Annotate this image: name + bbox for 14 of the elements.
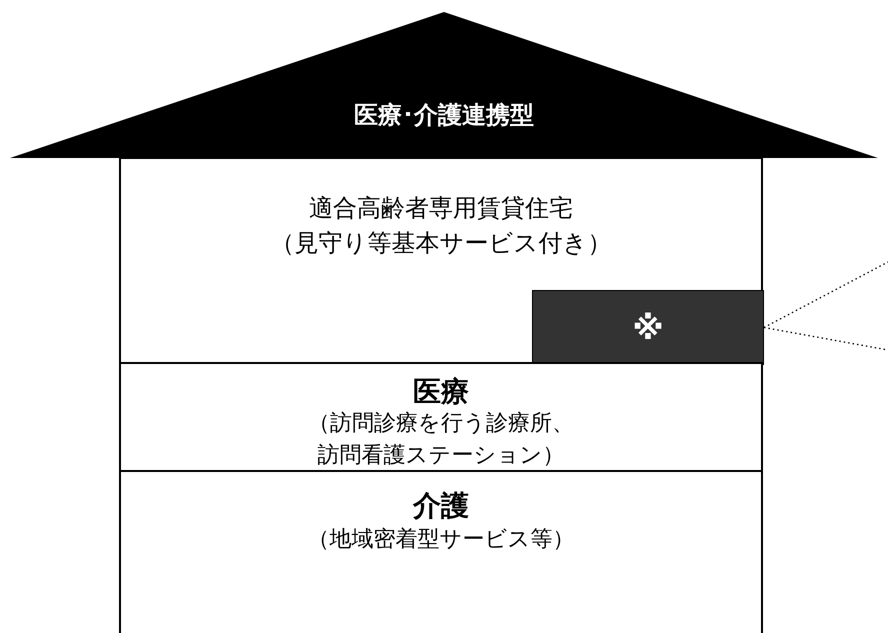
marked-panel [532,290,764,365]
house-section [119,157,763,363]
section-text: （訪問診療を行う診療所、訪問看護ステーション） [307,410,575,470]
section-text: （地域密着型サービス等） [306,526,576,554]
house-section [119,362,763,471]
leader-line [764,326,888,351]
house-section [119,470,763,633]
leader-line [764,261,888,328]
section-heading: 医療 [412,374,470,410]
note-mark: ※ [631,308,665,349]
roof-title: 医療･介護連携型 [353,100,535,131]
section-text: 適合高齢者専用賃貸住宅（見守り等基本サービス付き） [270,193,612,259]
section-heading: 介護 [412,488,470,524]
roof-triangle [10,12,878,158]
